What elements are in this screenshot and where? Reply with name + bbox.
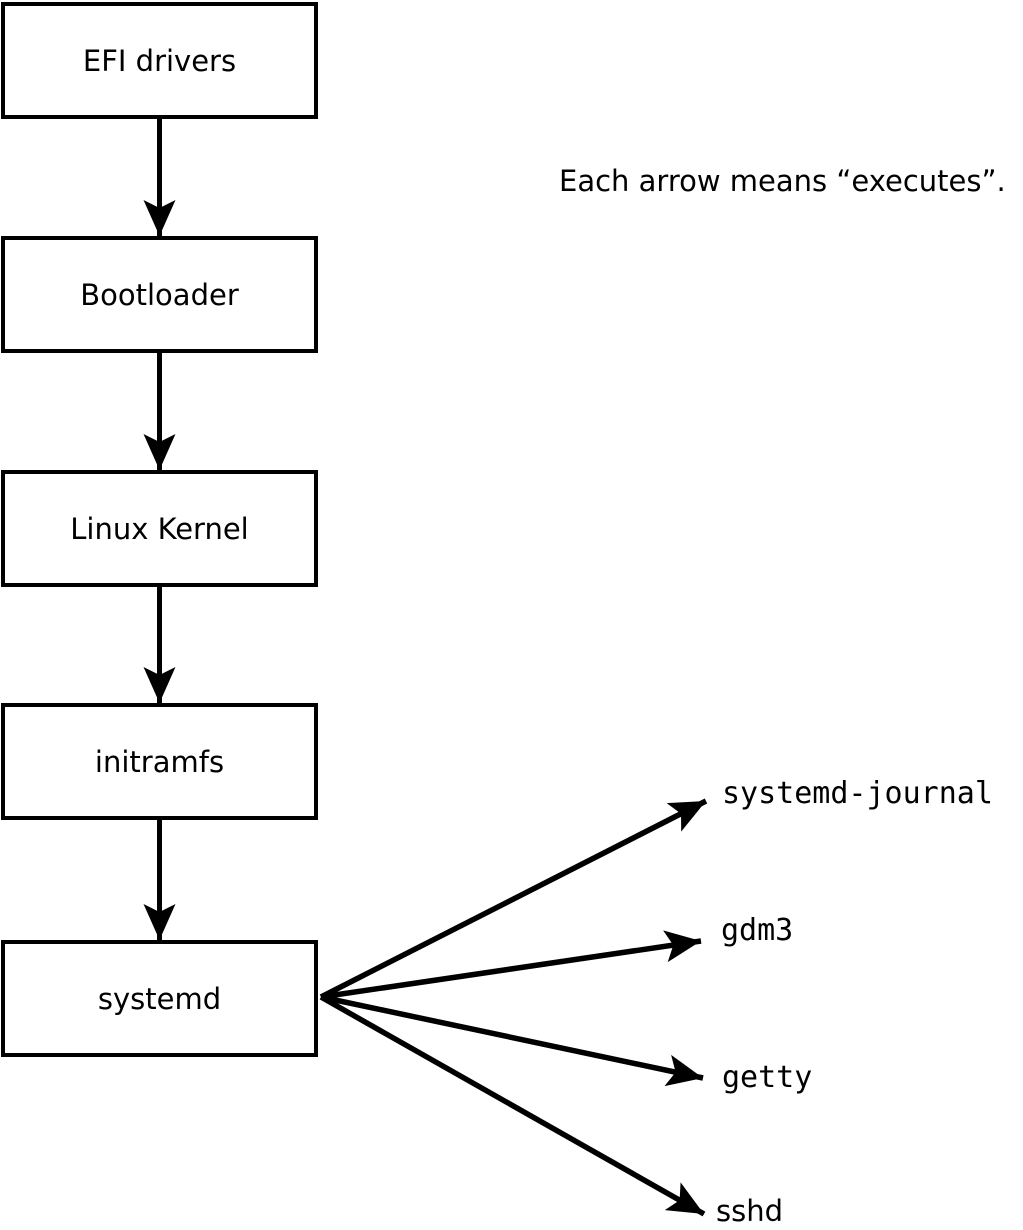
label-getty: getty [722,1060,813,1095]
node-linux-kernel-label: Linux Kernel [70,511,249,546]
node-systemd: systemd [1,940,318,1057]
node-efi-drivers-label: EFI drivers [82,43,237,78]
node-efi-drivers: EFI drivers [1,2,318,119]
arrow-systemd-to-journal [319,798,708,1000]
node-linux-kernel: Linux Kernel [1,470,318,587]
node-systemd-label: systemd [97,981,222,1016]
arrow-systemd-to-gdm3 [320,930,702,1000]
node-initramfs: initramfs [1,703,318,820]
label-systemd-journal: systemd-journal [722,776,993,811]
label-gdm3: gdm3 [721,913,794,948]
node-bootloader-label: Bootloader [80,277,239,312]
arrow-systemd-to-getty [320,994,704,1087]
node-initramfs-label: initramfs [94,744,225,779]
node-bootloader: Bootloader [1,236,318,353]
arrow-systemd-to-sshd [319,994,706,1217]
note-text: Each arrow means “executes”. [559,164,1006,198]
label-sshd: sshd [716,1194,784,1228]
